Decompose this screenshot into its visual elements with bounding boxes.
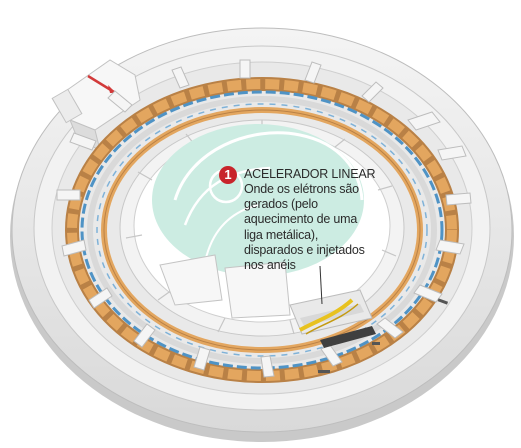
shielding-panels — [56, 59, 472, 378]
callout-leader-line — [319, 265, 323, 305]
callout-number-badge: 1 — [219, 166, 237, 184]
storage-ring-beamline — [80, 90, 444, 370]
entrance-arrow-icon — [87, 74, 116, 94]
callout-description: Onde os elétrons são gerados (pelo aquec… — [244, 182, 365, 273]
inner-field — [152, 124, 364, 276]
orange-ring — [65, 77, 459, 383]
inner-sectors — [159, 254, 291, 319]
equipment-details — [318, 298, 449, 373]
callout-title: ACELERADOR LINEAR — [244, 167, 376, 181]
linac-building — [289, 289, 376, 348]
